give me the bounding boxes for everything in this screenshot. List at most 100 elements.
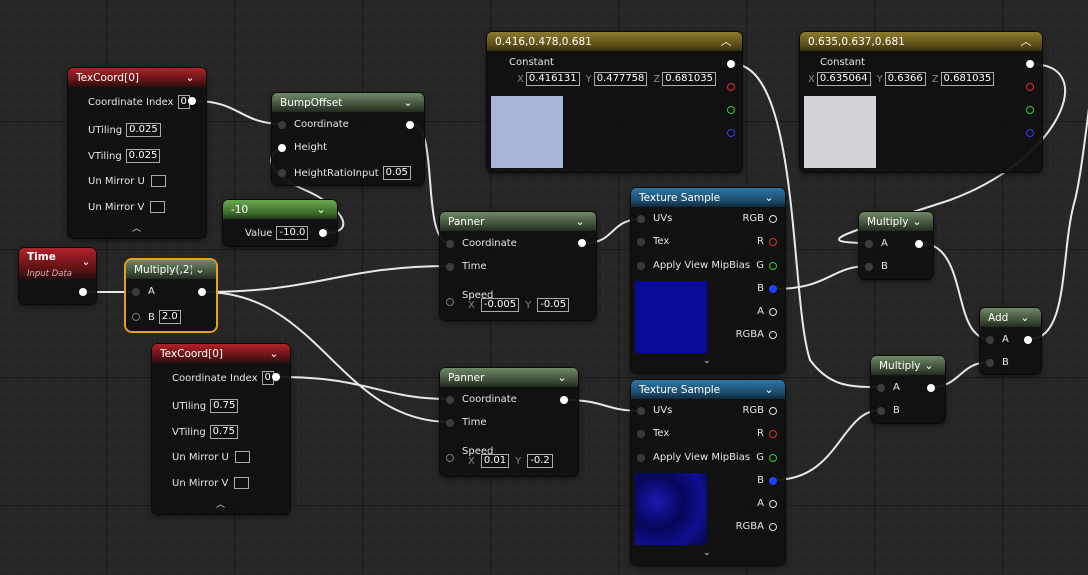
- y-field[interactable]: 0.477758: [593, 72, 648, 86]
- output-pin[interactable]: [319, 229, 327, 237]
- b-input-pin[interactable]: [132, 313, 140, 321]
- chevron-down-icon[interactable]: ⌄: [557, 371, 567, 384]
- multiply-3-header[interactable]: Multiply⌄: [871, 356, 945, 375]
- output-pin[interactable]: [915, 240, 923, 248]
- texture-sample-node-2[interactable]: Texture Sample⌄ UVs Tex Apply View MipBi…: [631, 380, 785, 565]
- rgb-output-pin[interactable]: [1026, 60, 1034, 68]
- chevron-down-icon[interactable]: ⌄: [81, 255, 91, 268]
- bumpoffset-header[interactable]: BumpOffset⌄: [272, 93, 424, 112]
- uvs-input-pin[interactable]: [637, 406, 645, 415]
- output-pin[interactable]: [272, 373, 280, 381]
- r-output-pin[interactable]: [1026, 83, 1034, 91]
- multiply-node-2[interactable]: Multiply⌄ A B: [859, 212, 933, 279]
- g-output-pin[interactable]: [727, 106, 735, 114]
- speed-y-field[interactable]: -0.05: [537, 298, 570, 312]
- heightratio-input-pin[interactable]: [278, 169, 286, 177]
- mipbias-input-pin[interactable]: [637, 261, 645, 270]
- chevron-down-icon[interactable]: ⌄: [764, 191, 774, 204]
- collapse-caret-icon[interactable]: ︿: [216, 500, 226, 510]
- g-output-pin[interactable]: [769, 261, 777, 270]
- a-input-pin[interactable]: [865, 239, 873, 248]
- constant3-2-header[interactable]: 0.635,0.637,0.681︿: [800, 32, 1042, 51]
- a-input-pin[interactable]: [986, 335, 994, 344]
- g-output-pin[interactable]: [1026, 106, 1034, 114]
- constant-neg10-header[interactable]: -10⌄: [223, 200, 337, 219]
- b-input-pin[interactable]: [865, 262, 873, 271]
- speed-x-field[interactable]: -0.005: [480, 298, 520, 312]
- multiply-2b-header[interactable]: Multiply⌄: [859, 212, 933, 231]
- vtiling-field[interactable]: 0.75: [209, 425, 238, 439]
- panner-2-header[interactable]: Panner⌄: [440, 368, 578, 387]
- chevron-down-icon[interactable]: ⌄: [703, 548, 711, 558]
- unmirror-v-checkbox[interactable]: [234, 477, 250, 489]
- value-field[interactable]: -10.0: [276, 226, 309, 240]
- coordinate-input-pin[interactable]: [278, 120, 286, 129]
- b-output-pin[interactable]: [1026, 129, 1034, 137]
- constant3-1-header[interactable]: 0.416,0.478,0.681︿: [487, 32, 742, 51]
- speed-x-field[interactable]: 0.01: [480, 454, 510, 468]
- add-header[interactable]: Add⌄: [980, 308, 1041, 327]
- output-pin[interactable]: [927, 384, 935, 392]
- r-output-pin[interactable]: [769, 429, 777, 438]
- chevron-down-icon[interactable]: ⌄: [269, 347, 279, 360]
- output-pin[interactable]: [578, 239, 586, 247]
- x-field[interactable]: 0.416131: [525, 72, 580, 86]
- panner-1-header[interactable]: Panner⌄: [440, 212, 596, 231]
- a-input-pin[interactable]: [877, 383, 885, 392]
- multiply-2-header[interactable]: Multiply(,2)⌄: [126, 260, 216, 279]
- time-input-pin[interactable]: [446, 262, 454, 271]
- unmirror-u-checkbox[interactable]: [234, 451, 250, 463]
- chevron-up-icon[interactable]: ︿: [720, 35, 732, 48]
- output-pin[interactable]: [1024, 336, 1032, 344]
- time-input-pin[interactable]: [446, 418, 454, 427]
- b-output-pin[interactable]: [769, 284, 777, 293]
- coordinate-input-pin[interactable]: [446, 395, 454, 404]
- output-pin[interactable]: [198, 288, 206, 296]
- z-field[interactable]: 0.681035: [940, 72, 995, 86]
- chevron-down-icon[interactable]: ⌄: [703, 356, 711, 366]
- texture-sample-node-1[interactable]: Texture Sample⌄ UVs Tex Apply View MipBi…: [631, 188, 785, 373]
- utiling-field[interactable]: 0.75: [210, 399, 239, 413]
- chevron-down-icon[interactable]: ⌄: [195, 263, 205, 276]
- unmirror-u-checkbox[interactable]: [150, 175, 166, 187]
- speed-input-pin[interactable]: [446, 298, 454, 306]
- multiply-node-3[interactable]: Multiply⌄ A B: [871, 356, 945, 423]
- output-pin[interactable]: [560, 396, 568, 404]
- texcoord-node-1-header[interactable]: TexCoord[0]⌄: [68, 68, 206, 87]
- mipbias-input-pin[interactable]: [637, 453, 645, 462]
- rgb-output-pin[interactable]: [727, 60, 735, 68]
- r-output-pin[interactable]: [727, 83, 735, 91]
- bumpoffset-node[interactable]: BumpOffset⌄ Coordinate Height HeightRati…: [272, 93, 424, 185]
- coordinate-input-pin[interactable]: [446, 239, 454, 248]
- heightratio-field[interactable]: 0.05: [382, 166, 411, 180]
- r-output-pin[interactable]: [769, 237, 777, 246]
- g-output-pin[interactable]: [769, 453, 777, 462]
- b-output-pin[interactable]: [769, 476, 777, 485]
- add-node[interactable]: Add⌄ A B: [980, 308, 1041, 374]
- a-input-pin[interactable]: [132, 287, 140, 296]
- vtiling-field[interactable]: 0.025: [125, 149, 161, 163]
- output-pin[interactable]: [79, 288, 87, 296]
- texcoord-node-2-header[interactable]: TexCoord[0]⌄: [152, 344, 290, 363]
- tex-input-pin[interactable]: [637, 237, 645, 246]
- tex-input-pin[interactable]: [637, 429, 645, 438]
- a-output-pin[interactable]: [769, 499, 777, 508]
- speed-input-pin[interactable]: [446, 454, 454, 462]
- b-value-field[interactable]: 2.0: [158, 310, 181, 324]
- rgb-output-pin[interactable]: [769, 214, 777, 223]
- rgba-output-pin[interactable]: [769, 522, 777, 531]
- chevron-down-icon[interactable]: ⌄: [316, 203, 326, 216]
- chevron-down-icon[interactable]: ⌄: [403, 96, 413, 109]
- constant-neg10-node[interactable]: -10⌄ Value-10.0: [223, 200, 337, 246]
- chevron-down-icon[interactable]: ⌄: [912, 215, 922, 228]
- a-output-pin[interactable]: [769, 307, 777, 316]
- z-field[interactable]: 0.681035: [662, 72, 716, 86]
- output-pin[interactable]: [188, 97, 196, 105]
- uvs-input-pin[interactable]: [637, 214, 645, 223]
- b-input-pin[interactable]: [986, 358, 994, 367]
